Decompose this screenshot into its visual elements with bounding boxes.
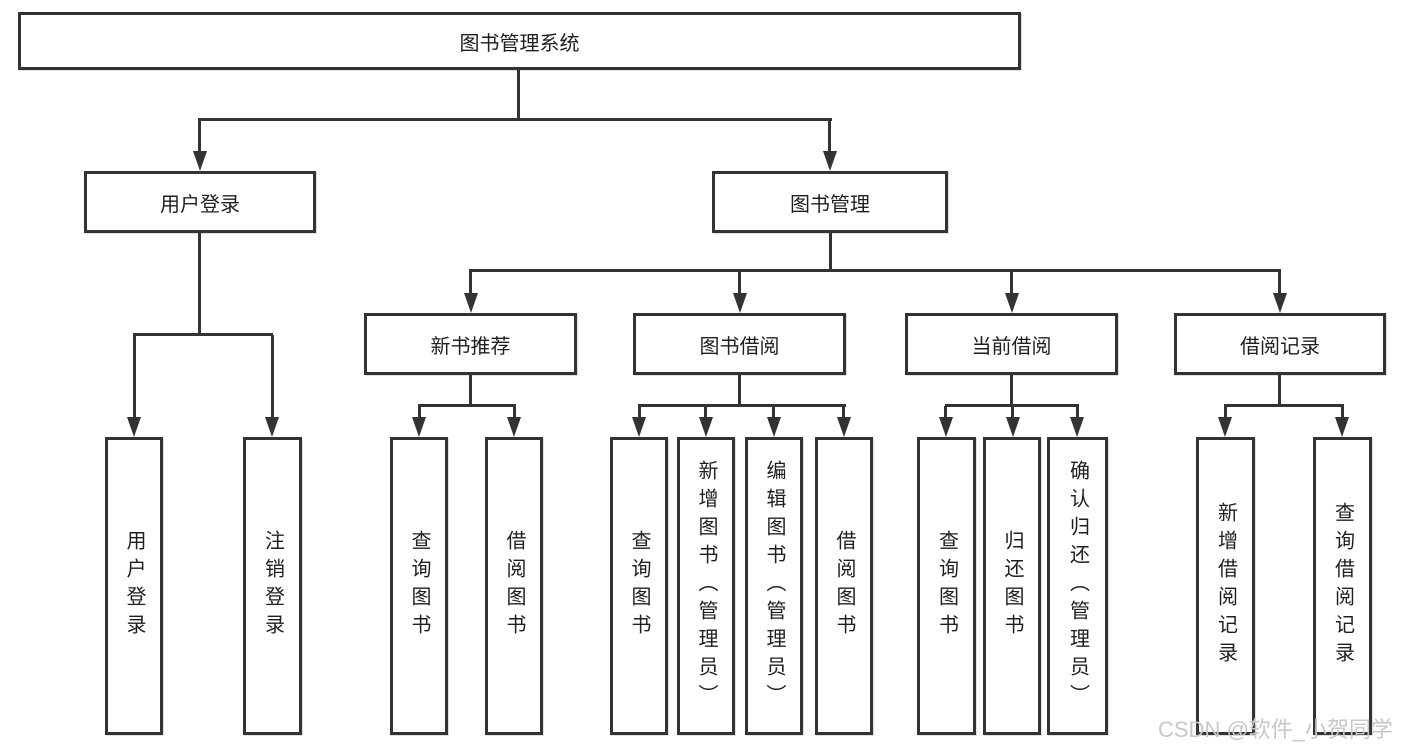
connector-line [704, 406, 707, 417]
node-label: 图书管理 [790, 193, 870, 216]
connector-line [133, 335, 136, 417]
arrow-down-icon [1273, 293, 1287, 313]
connector-line [517, 69, 520, 120]
arrow-down-icon [733, 293, 747, 313]
node-new-book-recommend: 新书推荐 [364, 313, 577, 375]
arrow-down-icon [1335, 417, 1349, 437]
node-label: 当前借阅 [971, 335, 1052, 358]
arrow-down-icon [1005, 293, 1019, 313]
arrow-down-icon [632, 417, 646, 437]
arrow-down-icon [1218, 417, 1232, 437]
leaf-query-borrow-record: 查询借阅记录 [1313, 437, 1372, 735]
node-label: 查询借阅记录 [1331, 502, 1354, 670]
connector-line [198, 118, 832, 121]
arrow-down-icon [507, 417, 521, 437]
connector-line [1341, 406, 1344, 417]
node-label: 借阅图书 [503, 530, 525, 642]
node-label: 新增图书（管理员） [695, 460, 717, 712]
node-current-borrow: 当前借阅 [905, 313, 1118, 375]
leaf-edit-book-admin: 编辑图书（管理员） [745, 437, 803, 735]
connector-line [842, 406, 845, 417]
arrow-down-icon [837, 417, 851, 437]
connector-line [418, 404, 516, 407]
leaf-add-book-admin: 新增图书（管理员） [677, 437, 735, 735]
node-label: 查询图书 [628, 530, 650, 642]
connector-line [469, 269, 1281, 272]
connector-line [1010, 375, 1013, 405]
arrow-down-icon [193, 151, 207, 171]
node-borrow-record: 借阅记录 [1174, 313, 1386, 375]
arrow-down-icon [1006, 417, 1020, 437]
arrow-down-icon [823, 151, 837, 171]
csdn-watermark: CSDN @软件_小贺同学 [1158, 717, 1394, 742]
arrow-down-icon [699, 417, 713, 437]
node-label: 图书管理系统 [459, 32, 580, 55]
connector-line [738, 271, 741, 293]
connector-line [133, 333, 273, 336]
leaf-borrow-book: 借阅图书 [485, 437, 543, 735]
connector-line [469, 375, 472, 405]
node-label: 确认归还（管理员） [1066, 460, 1089, 712]
leaf-query-book: 查询图书 [390, 437, 448, 735]
node-label: 用户登录 [160, 193, 240, 216]
arrow-down-icon [265, 417, 279, 437]
node-label: 新书推荐 [430, 335, 511, 358]
connector-line [1076, 406, 1079, 417]
node-library-management-system: 图书管理系统 [18, 12, 1021, 70]
leaf-user-login: 用户登录 [105, 437, 163, 735]
node-label: 归还图书 [1001, 530, 1023, 642]
leaf-confirm-return-admin: 确认归还（管理员） [1047, 437, 1108, 735]
arrow-down-icon [1070, 417, 1084, 437]
node-label: 查询图书 [935, 530, 958, 642]
node-book-management: 图书管理 [712, 171, 948, 233]
connector-line [1010, 271, 1013, 293]
leaf-query-book: 查询图书 [610, 437, 668, 735]
node-label: 图书借阅 [699, 335, 780, 358]
node-label: 借阅图书 [833, 530, 855, 642]
arrow-down-icon [127, 417, 141, 437]
connector-line [198, 233, 201, 335]
node-user-login: 用户登录 [84, 171, 316, 233]
node-label: 注销登录 [261, 530, 284, 642]
connector-line [513, 406, 516, 417]
connector-line [1224, 406, 1227, 417]
leaf-return-book: 归还图书 [983, 437, 1041, 735]
connector-line [1011, 406, 1014, 417]
arrow-down-icon [464, 293, 478, 313]
connector-line [271, 335, 274, 417]
connector-line [1224, 404, 1344, 407]
arrow-down-icon [939, 417, 953, 437]
leaf-query-book: 查询图书 [917, 437, 976, 735]
node-label: 借阅记录 [1240, 335, 1320, 358]
connector-line [829, 233, 832, 270]
leaf-add-borrow-record: 新增借阅记录 [1196, 437, 1255, 735]
connector-line [638, 404, 846, 407]
node-label: 用户登录 [123, 530, 145, 642]
arrow-down-icon [767, 417, 781, 437]
connector-line [1278, 271, 1281, 293]
connector-line [198, 120, 201, 153]
connector-line [828, 120, 831, 153]
connector-line [638, 406, 641, 417]
node-label: 编辑图书（管理员） [763, 460, 785, 712]
leaf-logout: 注销登录 [243, 437, 302, 735]
connector-line [738, 375, 741, 405]
connector-line [945, 404, 1079, 407]
connector-line [772, 406, 775, 417]
connector-line [469, 271, 472, 293]
leaf-borrow-book: 借阅图书 [815, 437, 873, 735]
node-book-borrow: 图书借阅 [633, 313, 846, 375]
connector-line [418, 406, 421, 417]
connector-line [1278, 375, 1281, 405]
node-label: 新增借阅记录 [1214, 502, 1237, 670]
node-label: 查询图书 [408, 530, 430, 642]
connector-line [944, 406, 947, 417]
arrow-down-icon [412, 417, 426, 437]
